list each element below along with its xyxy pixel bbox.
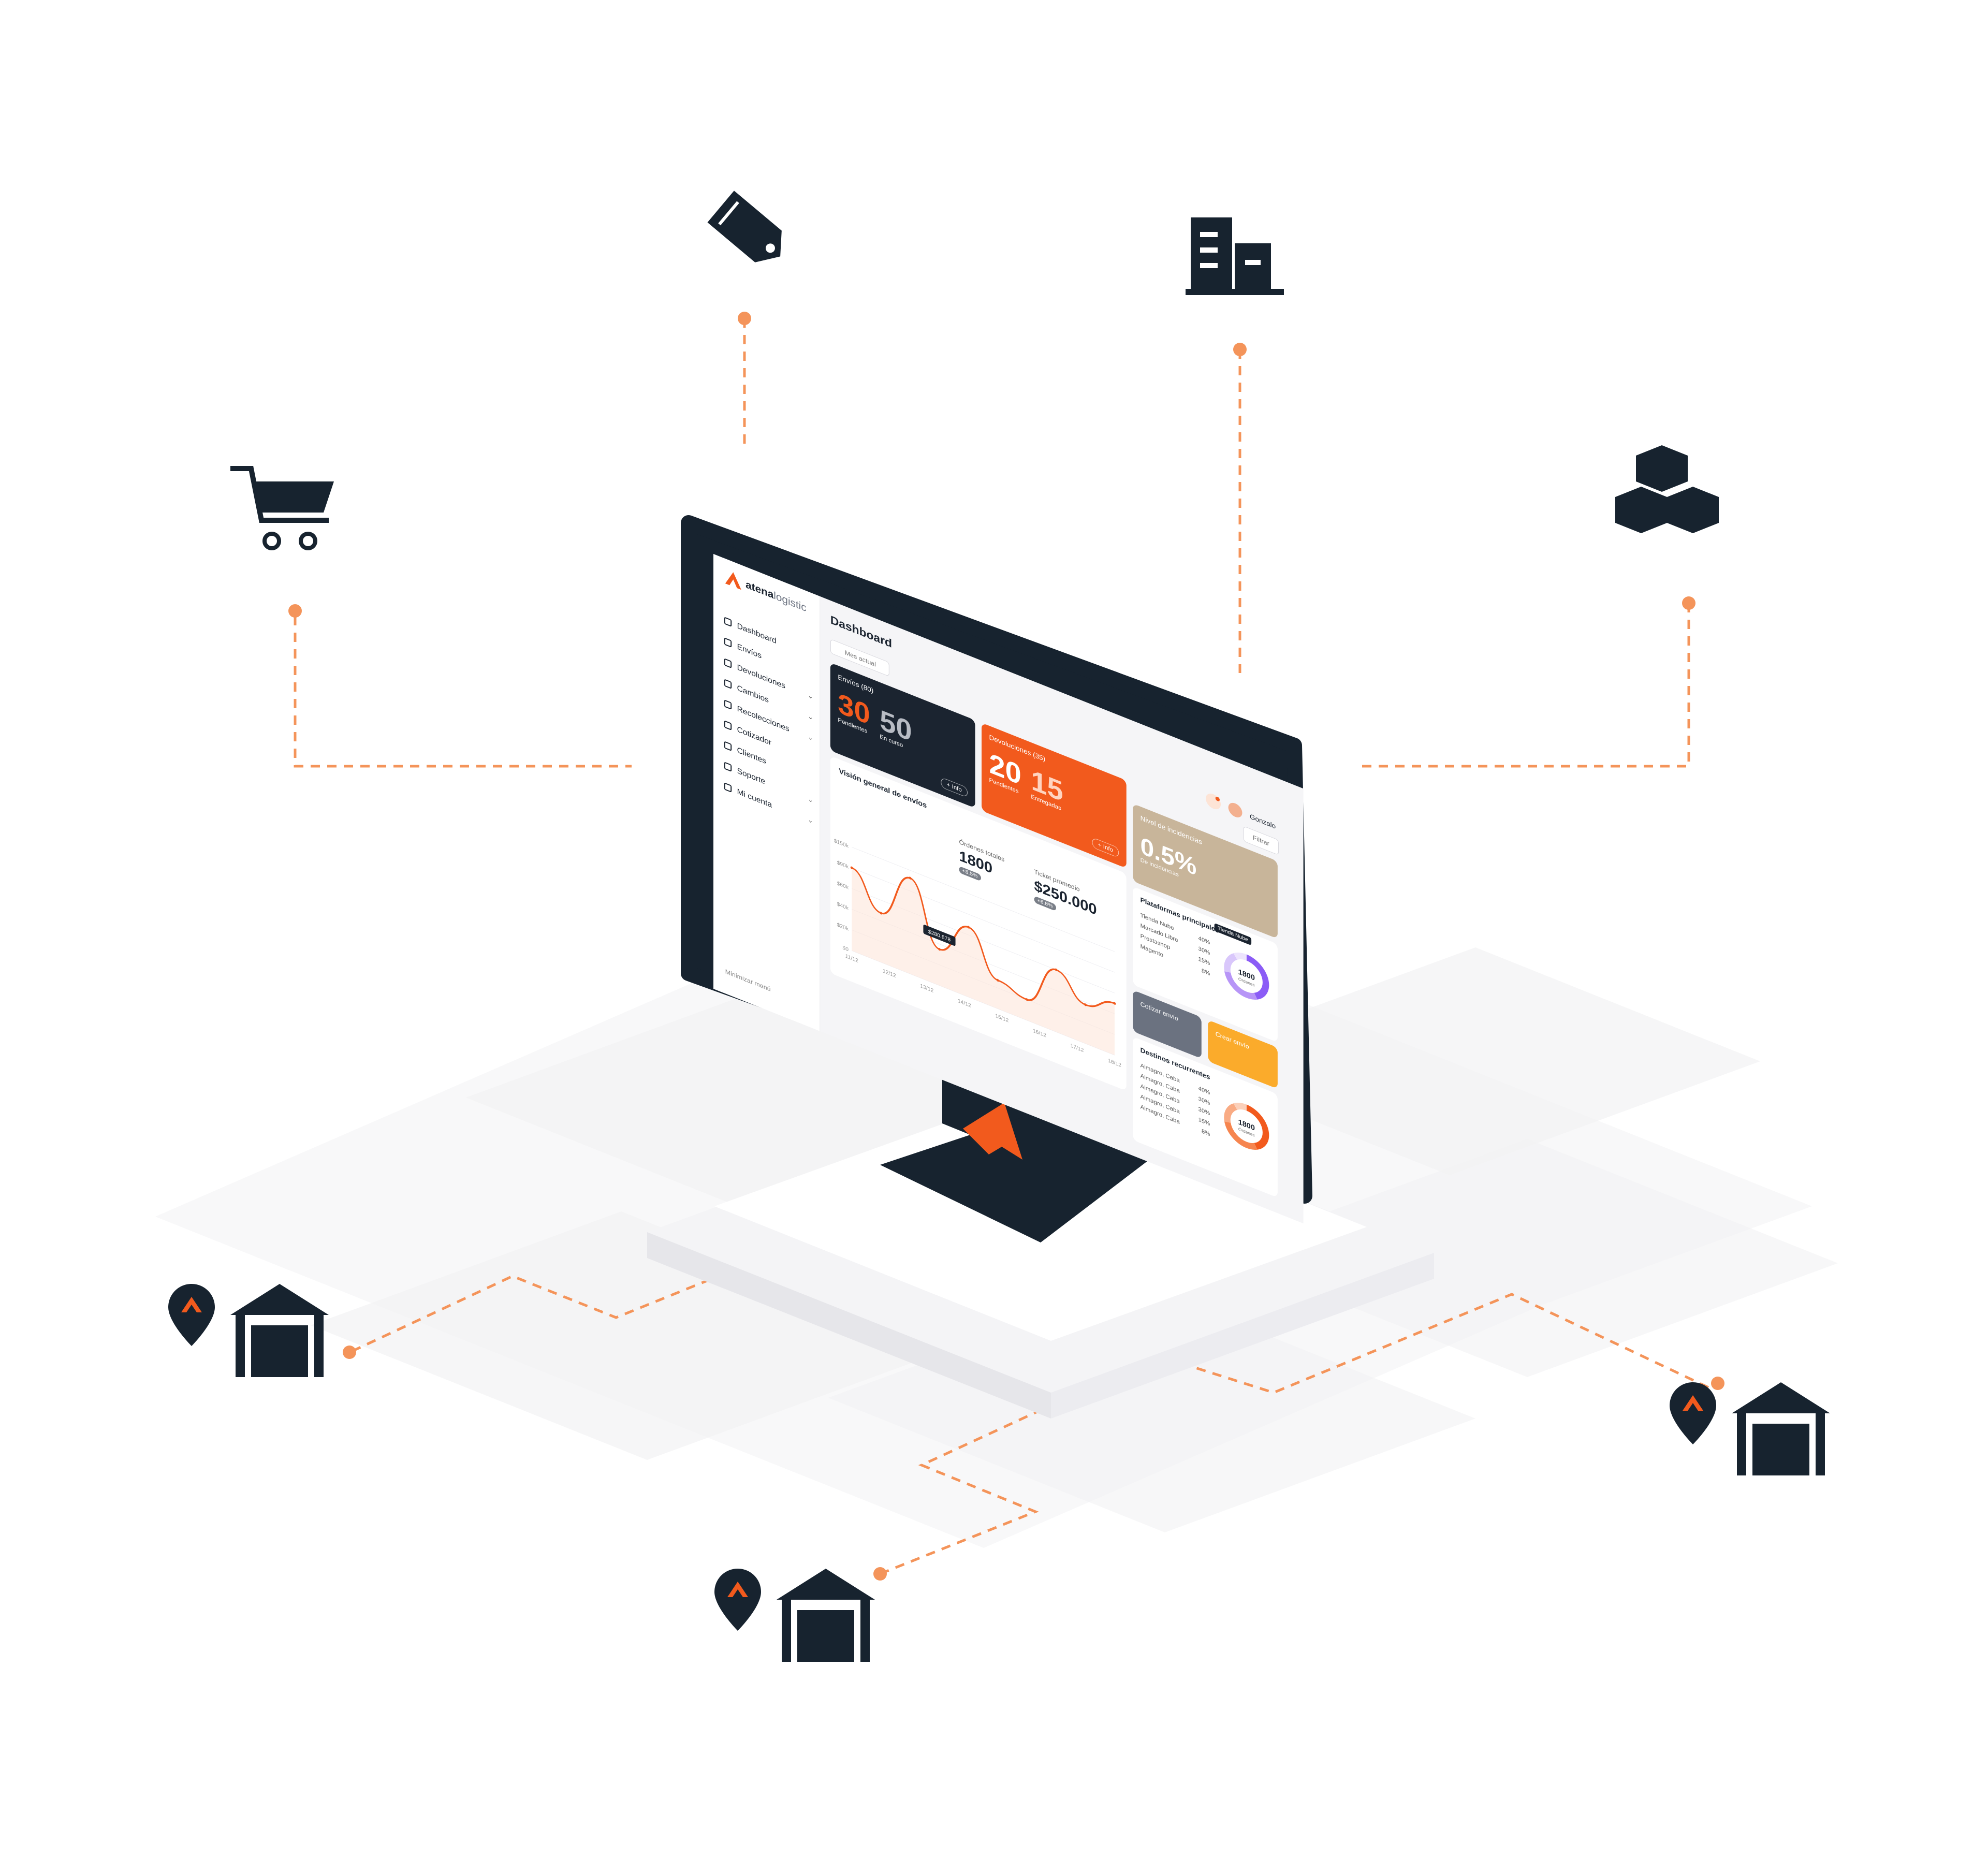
map-pin-icon bbox=[168, 1284, 215, 1346]
x-tick-label: 16/12 bbox=[1033, 1028, 1046, 1039]
chevron-down-icon: ⌄ bbox=[808, 712, 813, 722]
shopping-cart-icon bbox=[230, 466, 334, 550]
boxes-icon bbox=[1615, 445, 1719, 533]
truck-icon bbox=[724, 637, 732, 648]
data-point bbox=[996, 978, 999, 982]
donut-slice bbox=[1224, 953, 1269, 1000]
main-content: Dashboard Mes actual Gonzalo Envíos (80)… bbox=[820, 596, 1303, 1224]
data-point bbox=[1026, 998, 1029, 1001]
user-icon bbox=[724, 782, 732, 793]
data-point bbox=[880, 912, 883, 915]
chevron-down-icon: ⌄ bbox=[808, 691, 813, 701]
logo-mark-icon bbox=[725, 572, 741, 590]
swap-icon bbox=[724, 679, 732, 690]
grid-line bbox=[852, 846, 1115, 952]
headset-icon bbox=[724, 762, 732, 772]
donut-slice bbox=[1224, 1103, 1269, 1150]
grid-icon bbox=[724, 617, 732, 627]
x-tick-label: 12/12 bbox=[883, 968, 896, 979]
envios-more-button[interactable]: + Info bbox=[941, 777, 968, 798]
tooltip-box bbox=[923, 925, 956, 946]
data-point bbox=[1113, 1002, 1116, 1005]
donut-slice bbox=[1224, 953, 1269, 1000]
data-point bbox=[1084, 1003, 1087, 1006]
header-user: Gonzalo bbox=[1206, 791, 1276, 834]
y-tick-label: $60k bbox=[837, 880, 849, 891]
devoluciones-more-button[interactable]: + Info bbox=[1092, 837, 1119, 858]
warehouse-icon bbox=[1732, 1382, 1830, 1475]
grid-line bbox=[852, 867, 1115, 973]
minimize-menu-button[interactable]: Minimizar menú bbox=[725, 968, 771, 993]
x-tick-label: 13/12 bbox=[920, 983, 933, 994]
x-tick-label: 11/12 bbox=[845, 953, 858, 964]
chevron-down-icon: ⌄ bbox=[808, 815, 813, 825]
x-tick-label: 17/12 bbox=[1070, 1043, 1084, 1054]
y-tick-label: $90k bbox=[837, 859, 849, 870]
y-tick-label: $20k bbox=[837, 922, 849, 932]
donut-slice bbox=[1224, 1103, 1269, 1150]
price-tag-icon bbox=[707, 191, 782, 262]
calculator-icon bbox=[724, 720, 732, 731]
connector-lines bbox=[294, 318, 1709, 1575]
connector-dots bbox=[288, 312, 1724, 1581]
location-icon bbox=[724, 699, 732, 710]
data-point bbox=[938, 947, 941, 951]
series-line bbox=[852, 867, 1115, 1007]
shipments-chart-card: Visión general de envíos Órdenes totales… bbox=[830, 755, 1127, 1091]
x-tick-label: 14/12 bbox=[958, 998, 971, 1009]
warehouse-bottom bbox=[714, 1569, 875, 1662]
users-icon bbox=[724, 741, 732, 752]
x-tick-label: 15/12 bbox=[995, 1013, 1008, 1024]
warehouse-icon bbox=[777, 1569, 875, 1662]
data-point bbox=[909, 876, 912, 880]
quote-shipment-label: Cotizar envío bbox=[1140, 1000, 1178, 1023]
x-tick-label: 18/12 bbox=[1108, 1058, 1121, 1069]
data-point bbox=[850, 866, 853, 869]
brand-logo: atenalogistic bbox=[725, 569, 807, 616]
bell-icon[interactable] bbox=[1206, 791, 1221, 812]
y-tick-label: $0 bbox=[843, 945, 849, 953]
create-shipment-label: Crear envío bbox=[1215, 1030, 1249, 1051]
data-point bbox=[1055, 968, 1058, 972]
y-tick-label: $40k bbox=[837, 901, 849, 912]
shipments-line-chart: $150k $90k $60k $40k $20k $011/12 12/12 13/12 14… bbox=[834, 838, 1121, 1069]
buildings-icon bbox=[1186, 217, 1284, 295]
return-icon bbox=[724, 658, 732, 669]
donut-slice bbox=[1224, 953, 1269, 1000]
map-pin-icon bbox=[1670, 1382, 1716, 1444]
avatar[interactable] bbox=[1228, 800, 1242, 820]
map-pin-icon bbox=[714, 1569, 761, 1631]
series-area bbox=[852, 868, 1115, 1056]
warehouse-icon bbox=[230, 1284, 329, 1377]
user-name: Gonzalo bbox=[1250, 812, 1276, 830]
chevron-down-icon: ⌄ bbox=[808, 733, 813, 742]
warehouse-left bbox=[168, 1284, 329, 1377]
donut-slice bbox=[1224, 1103, 1269, 1150]
chevron-down-icon: ⌄ bbox=[808, 795, 813, 805]
y-tick-label: $150k bbox=[834, 838, 849, 850]
warehouse-right bbox=[1670, 1382, 1830, 1475]
data-point bbox=[967, 926, 970, 929]
